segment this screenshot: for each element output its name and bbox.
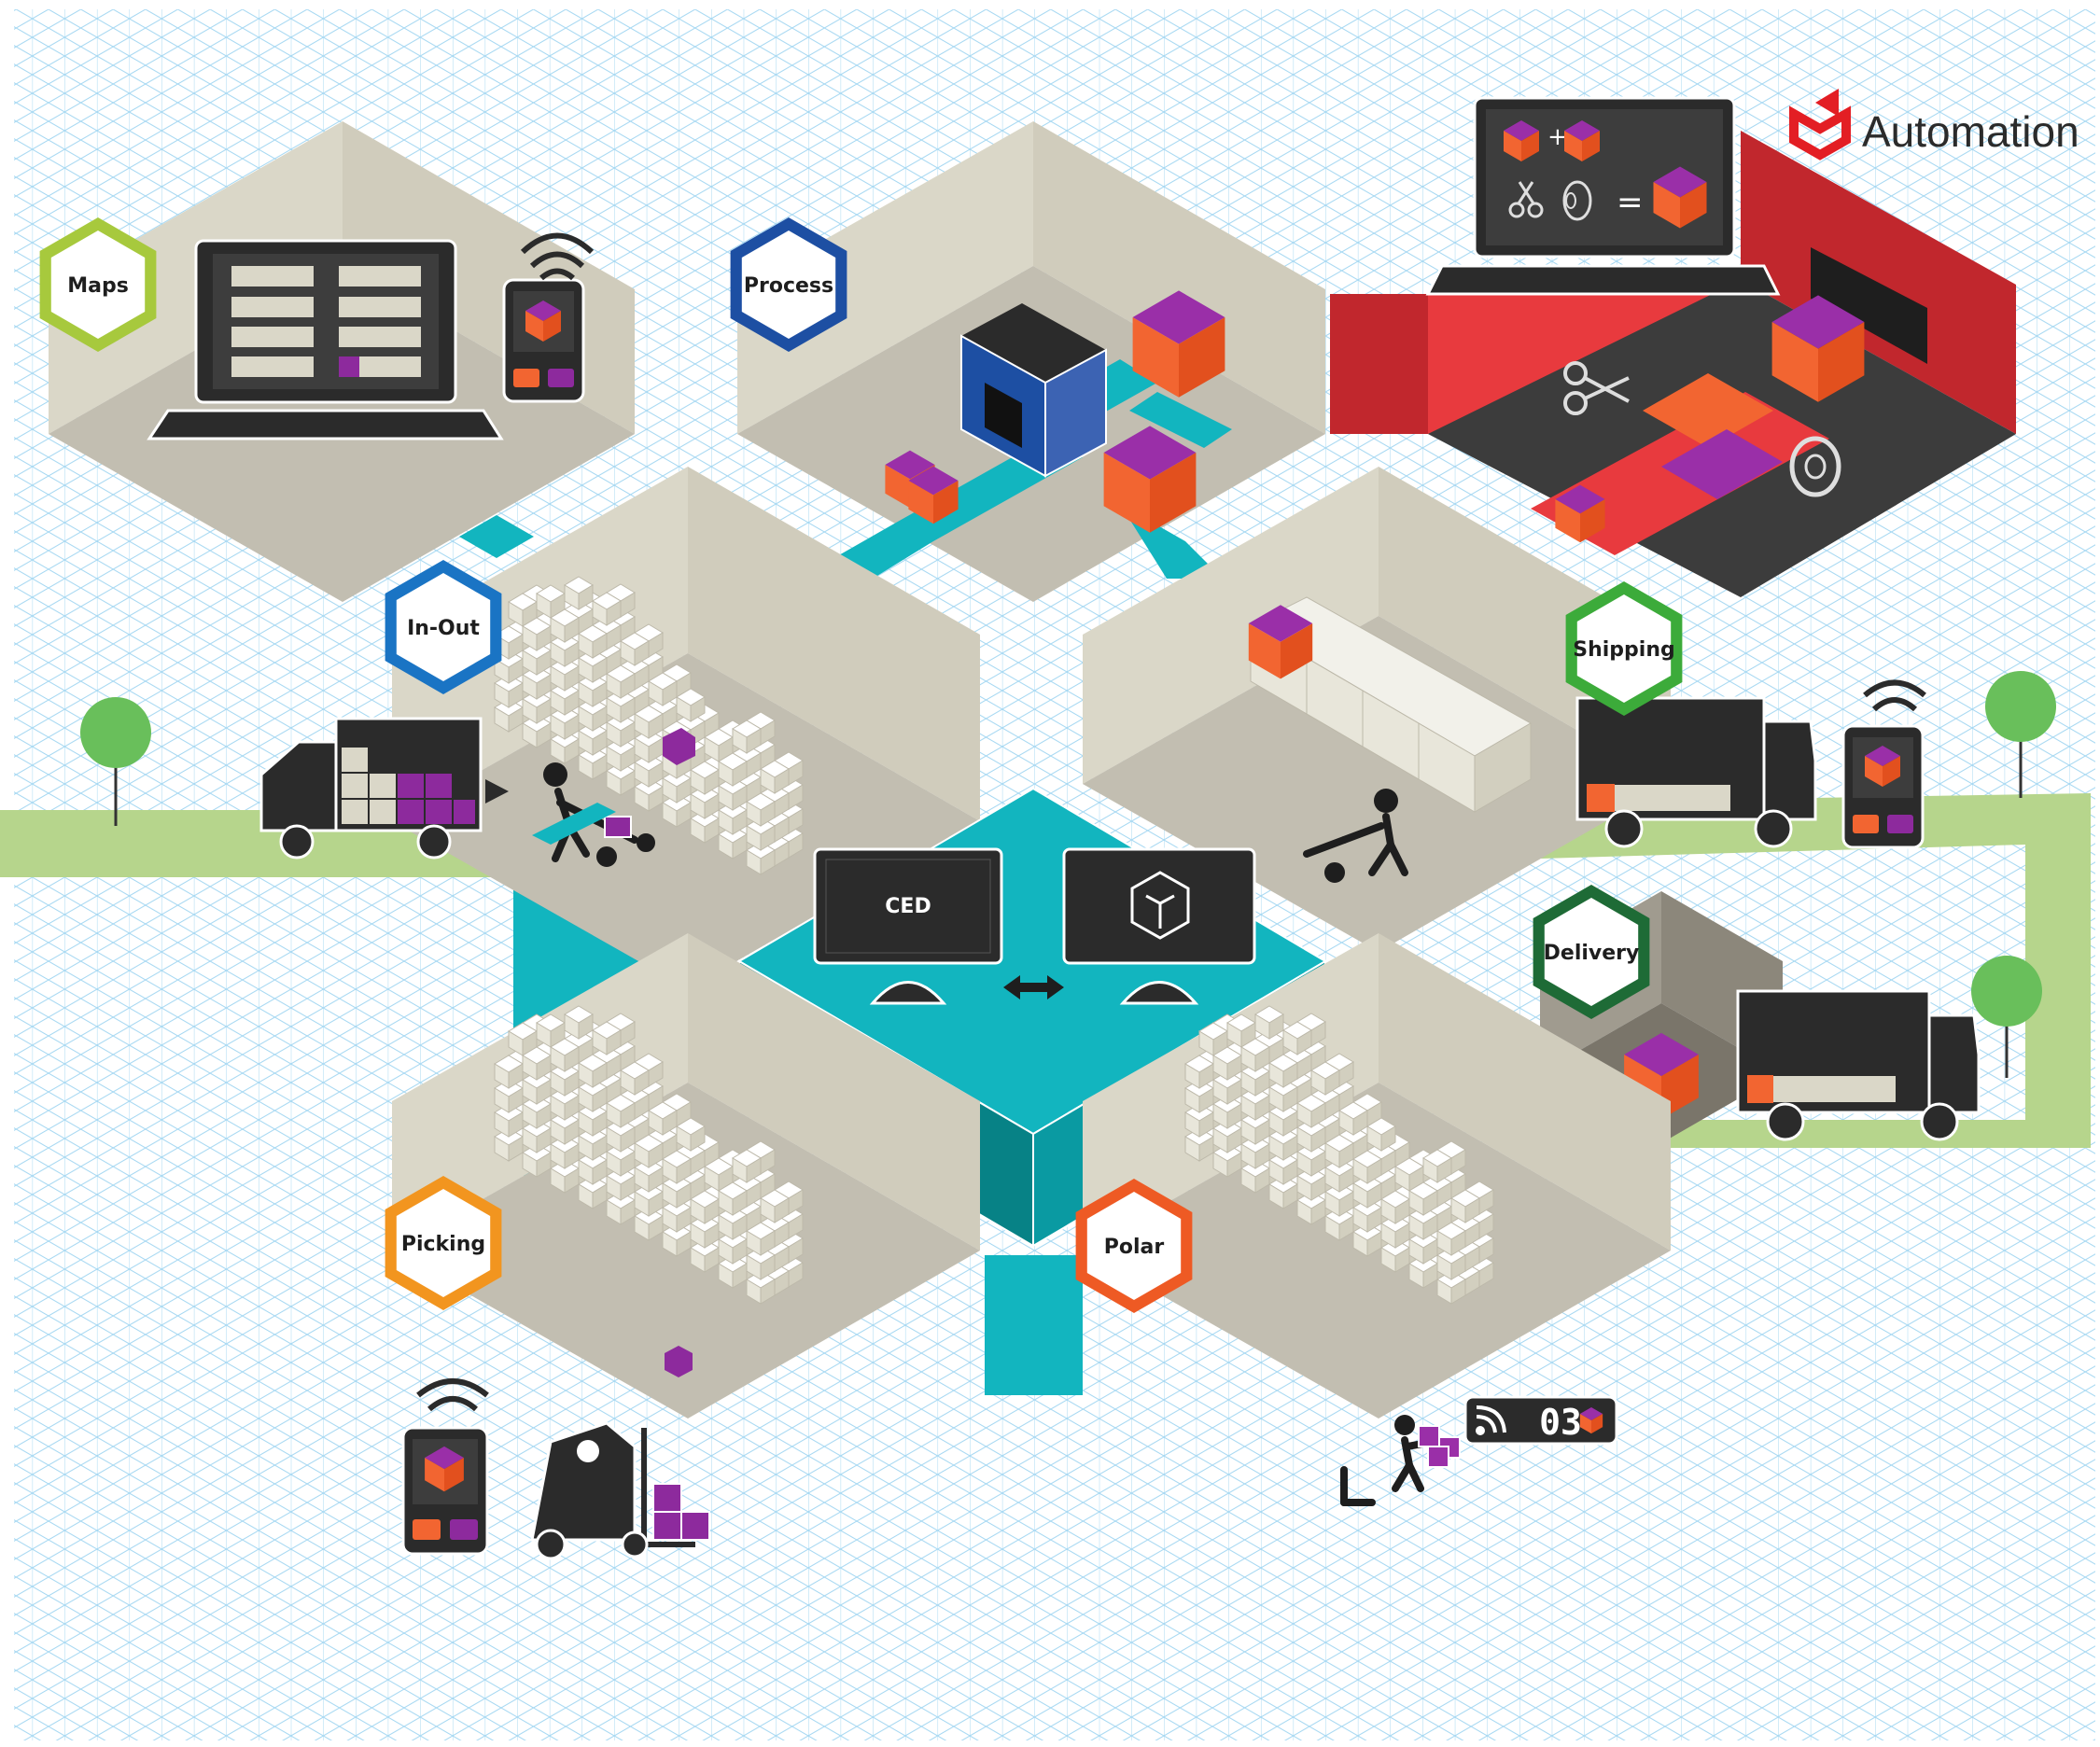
- handheld-scanner-icon: [1841, 679, 1926, 849]
- scissors-icon: [1563, 361, 1630, 415]
- station-badge-inout: In-Out: [385, 560, 502, 694]
- teal-floor-marking: [532, 803, 616, 845]
- brand-logo-icon: [1815, 89, 1839, 117]
- tree-icon: [1971, 956, 2042, 1078]
- station-badge-maps: Maps: [39, 217, 157, 352]
- station-badge-shipping: Shipping: [1565, 581, 1683, 716]
- equals-sign: =: [1617, 184, 1644, 221]
- counter-display: 03: [1463, 1395, 1618, 1446]
- shelf-rack: [1249, 596, 1533, 813]
- station-label-picking: Picking: [401, 1233, 485, 1256]
- ced-label: CED: [885, 895, 931, 918]
- bidirectional-arrow-icon: [1003, 975, 1064, 999]
- cube-stack: [1418, 1425, 1461, 1468]
- picked-item-highlight: [663, 728, 695, 765]
- delivery-truck-icon: [1736, 989, 1981, 1141]
- station-badge-process: Process: [730, 217, 847, 352]
- wrapping-machine-icon: [960, 303, 1107, 478]
- counter-value: 03: [1539, 1402, 1582, 1443]
- station-label-shipping: Shipping: [1573, 638, 1675, 662]
- station-badge-polar: Polar: [1075, 1179, 1193, 1313]
- shipping-truck-icon: [1575, 696, 1817, 848]
- delivery-truck-icon: [259, 717, 509, 860]
- laptop-icon: [147, 239, 504, 440]
- station-badges: Maps ProcessIn-OutShippingDeliveryPicking…: [39, 217, 1683, 1313]
- cube-logo-icon: [1130, 871, 1190, 940]
- tape-roll-icon: [1562, 180, 1592, 221]
- brand-name: Automation: [1862, 107, 2079, 156]
- tree-icon: [1985, 671, 2056, 798]
- shelving-stack: [494, 1005, 804, 1377]
- station-badge-delivery: Delivery: [1533, 885, 1650, 1019]
- system-monitor: [1062, 847, 1256, 1005]
- station-label-inout: In-Out: [407, 617, 480, 640]
- handheld-scanner-icon: [502, 232, 595, 403]
- forklift-icon: [530, 1421, 710, 1560]
- station-badge-picking: Picking: [385, 1176, 502, 1310]
- rss-icon: [1476, 1405, 1506, 1435]
- shelving-stack: [494, 576, 804, 875]
- station-label-delivery: Delivery: [1544, 942, 1640, 965]
- plus-sign: +: [1547, 123, 1568, 151]
- picked-item-highlight: [665, 1346, 693, 1377]
- station-label-maps: Maps: [67, 274, 129, 298]
- brand-logo: Automation: [1789, 89, 2079, 161]
- station-label-polar: Polar: [1104, 1236, 1165, 1259]
- tape-roll-icon: [1789, 436, 1841, 497]
- station-label-process: Process: [744, 274, 833, 298]
- scissors-icon: [1508, 181, 1544, 218]
- packing-room: [1330, 131, 2016, 597]
- worker-pulling-cart-icon: [1303, 789, 1408, 883]
- handheld-scanner-icon: [401, 1378, 489, 1556]
- ced-monitor: CED: [813, 847, 1003, 1005]
- tree-icon: [80, 697, 151, 826]
- equation-monitor: + =: [1425, 96, 1781, 296]
